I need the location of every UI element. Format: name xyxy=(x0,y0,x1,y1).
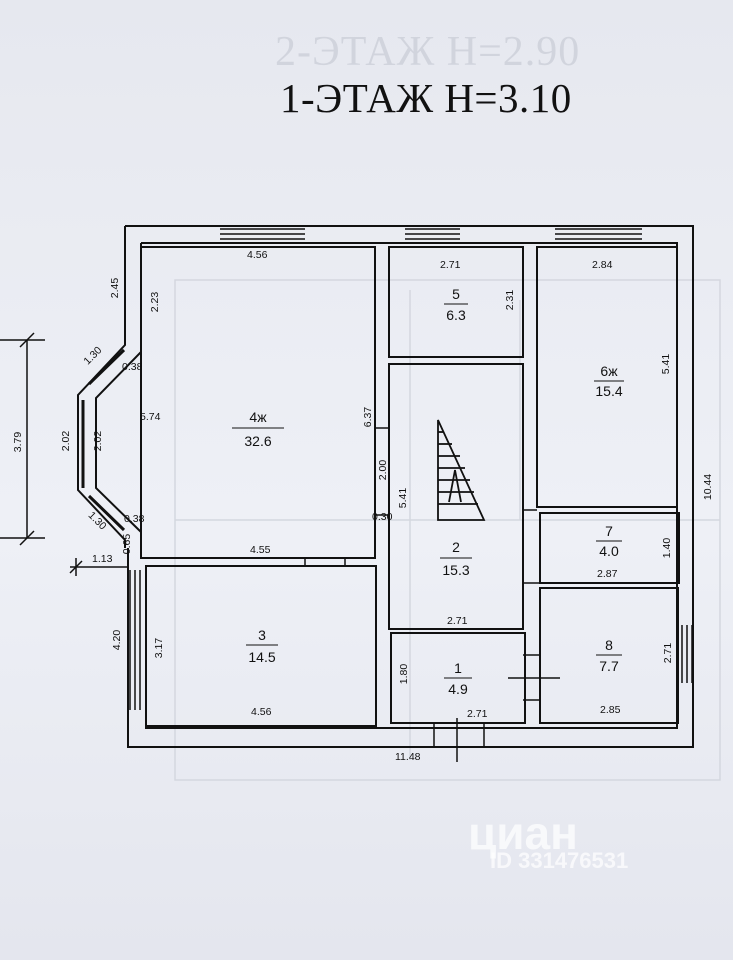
room-5-walls xyxy=(388,246,524,358)
dim-left-small: 0.65 xyxy=(121,534,133,555)
room-4-area: 32.6 xyxy=(244,433,271,449)
room-7-number: 7 xyxy=(605,523,613,539)
dim-left-offset: 1.13 xyxy=(92,553,113,565)
room-6-area: 15.4 xyxy=(595,383,622,399)
room-4-number: 4ж xyxy=(249,409,267,425)
window-r8-right xyxy=(681,625,693,683)
dim-r5-top: 2.71 xyxy=(440,259,461,271)
room-2-area: 15.3 xyxy=(442,562,469,578)
dim-r8-right: 2.71 xyxy=(662,643,674,664)
room-2-number: 2 xyxy=(452,539,460,555)
dim-r2-door: 2.00 xyxy=(377,460,389,481)
dim-outer-right: 10.44 xyxy=(702,474,714,500)
dim-bay-upper: 1.30 xyxy=(81,344,104,367)
watermark-id: ID 331476531 xyxy=(490,848,629,873)
staircase xyxy=(437,419,486,521)
room-5-number: 5 xyxy=(452,286,460,302)
dim-r4-bottom: 4.55 xyxy=(250,544,271,556)
dim-bay-lower-wall: 0.38 xyxy=(124,513,145,525)
room-1-area: 4.9 xyxy=(448,681,468,697)
room-3-number: 3 xyxy=(258,627,266,643)
dim-r3-left: 3.17 xyxy=(153,638,165,659)
room-3-walls xyxy=(145,565,377,727)
dim-r7-bottom: 2.87 xyxy=(597,568,618,580)
dim-r4-top: 4.56 xyxy=(247,249,268,261)
dim-r1-left: 1.80 xyxy=(398,664,410,685)
dim-bay-upper-wall: 0.38 xyxy=(122,361,143,373)
room-8-area: 7.7 xyxy=(599,658,619,674)
dim-r5-right: 2.31 xyxy=(504,290,516,311)
stair-arrow-icon xyxy=(448,469,462,503)
dim-r7-right: 1.40 xyxy=(661,538,673,559)
door-marks xyxy=(304,427,560,762)
dim-r6-right: 5.41 xyxy=(660,354,672,375)
window-bay-upper xyxy=(87,348,126,386)
window-r6-top xyxy=(555,228,642,240)
dim-outer-top-left: 2.45 xyxy=(109,278,121,299)
room-labels: 4ж 32.6 5 6.3 6ж 15.4 2 15.3 7 4.0 3 14.… xyxy=(232,286,624,697)
windows xyxy=(81,228,693,710)
window-r3-left xyxy=(129,570,141,710)
dim-r4-upper-left: 2.23 xyxy=(149,292,161,313)
dim-bay-left: 2.02 xyxy=(60,431,72,452)
floor-title: 1-ЭТАЖ Н=3.10 xyxy=(280,75,572,121)
dim-r2-bottom: 2.71 xyxy=(447,615,468,627)
dim-r1-bottom: 2.71 xyxy=(467,708,488,720)
dim-outer-left-lower: 4.20 xyxy=(111,630,123,651)
dimension-lines xyxy=(0,332,128,576)
room-4-walls xyxy=(140,246,376,559)
dim-r8-bottom: 2.85 xyxy=(600,704,621,716)
window-r5-top xyxy=(405,228,460,240)
dim-r3-bottom: 4.56 xyxy=(251,706,272,718)
dimension-labels: 4.56 5.74 6.37 4.55 2.23 2.71 2.31 2.84 … xyxy=(12,249,714,763)
watermark-logo: циан xyxy=(468,807,578,859)
room-2-walls xyxy=(388,363,524,630)
room-5-area: 6.3 xyxy=(446,307,466,323)
dim-bay-inner: 2.02 xyxy=(92,431,104,452)
window-r4-top xyxy=(220,228,305,240)
ghost-title-show-through: 2-ЭТАЖ Н=2.90 xyxy=(275,29,581,75)
dim-r2-left: 5.41 xyxy=(397,488,409,509)
dim-r4-right: 6.37 xyxy=(362,407,374,428)
room-1-number: 1 xyxy=(454,660,462,676)
show-through-lines xyxy=(174,279,721,781)
dim-bay-total: 3.79 xyxy=(12,432,24,453)
dim-r4-left: 5.74 xyxy=(140,411,161,423)
room-6-walls xyxy=(536,246,678,508)
room-8-number: 8 xyxy=(605,637,613,653)
dim-r6-top: 2.84 xyxy=(592,259,613,271)
room-6-number: 6ж xyxy=(600,363,618,379)
dim-outer-bottom: 11.48 xyxy=(395,751,421,763)
room-3-area: 14.5 xyxy=(248,649,275,665)
dim-r2-wall: 0.30 xyxy=(372,511,393,523)
room-7-area: 4.0 xyxy=(599,543,619,559)
window-bay-lower xyxy=(87,494,126,532)
room-7-walls xyxy=(539,512,680,584)
